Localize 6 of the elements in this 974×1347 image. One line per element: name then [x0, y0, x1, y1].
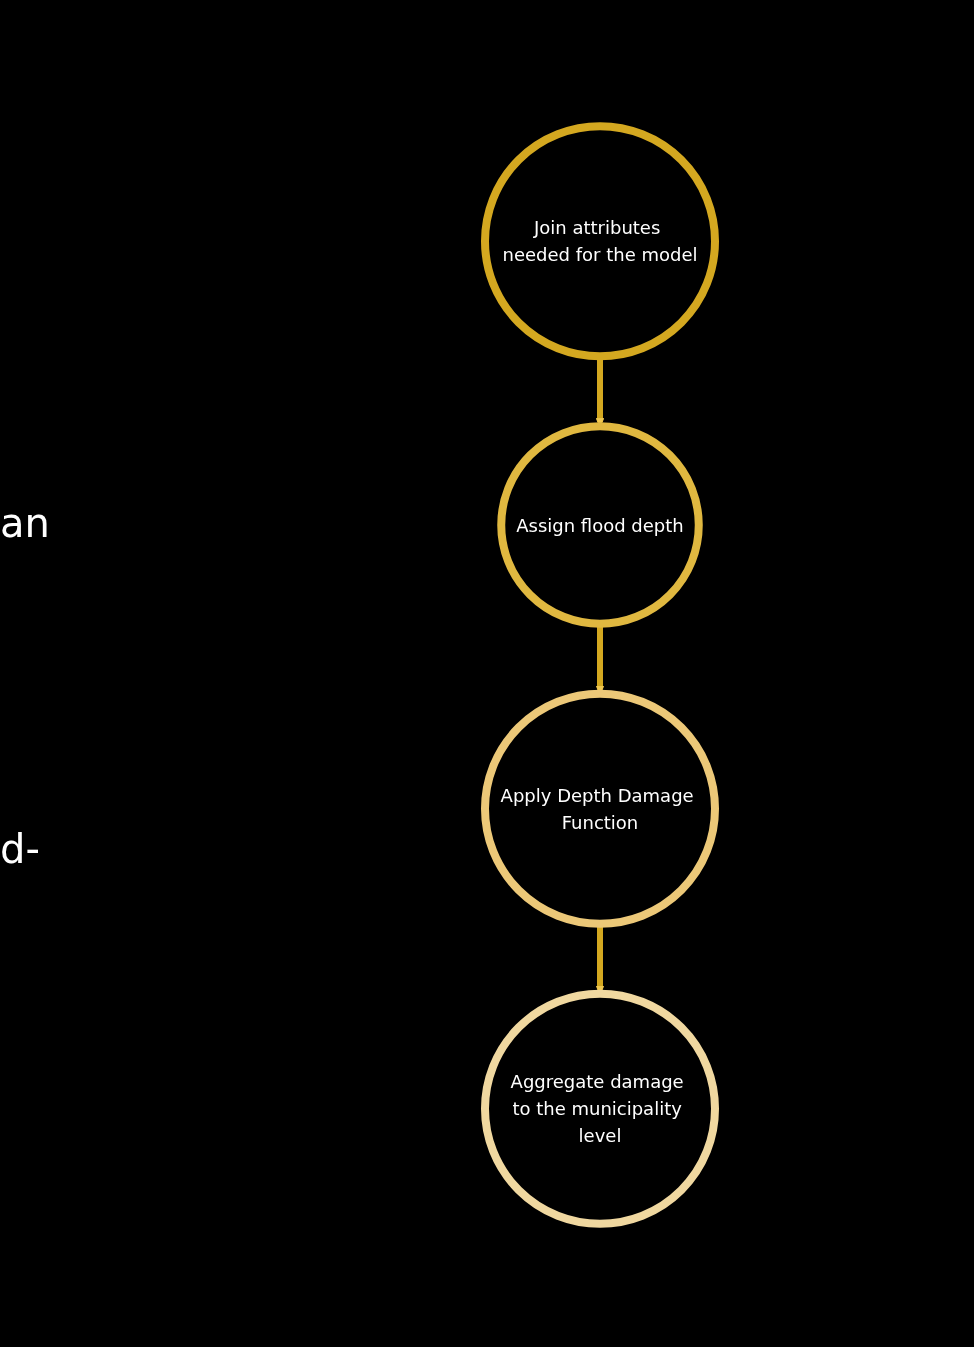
text-fragment: d- [0, 826, 41, 872]
text-fragment: an [0, 500, 50, 546]
node-circle: Join attributes needed for the model [481, 122, 719, 361]
node-circle: Aggregate damage to the municipality level [481, 989, 719, 1228]
node-circle: Assign flood depth [497, 422, 703, 628]
node-circle: Apply Depth Damage Function [481, 689, 719, 928]
